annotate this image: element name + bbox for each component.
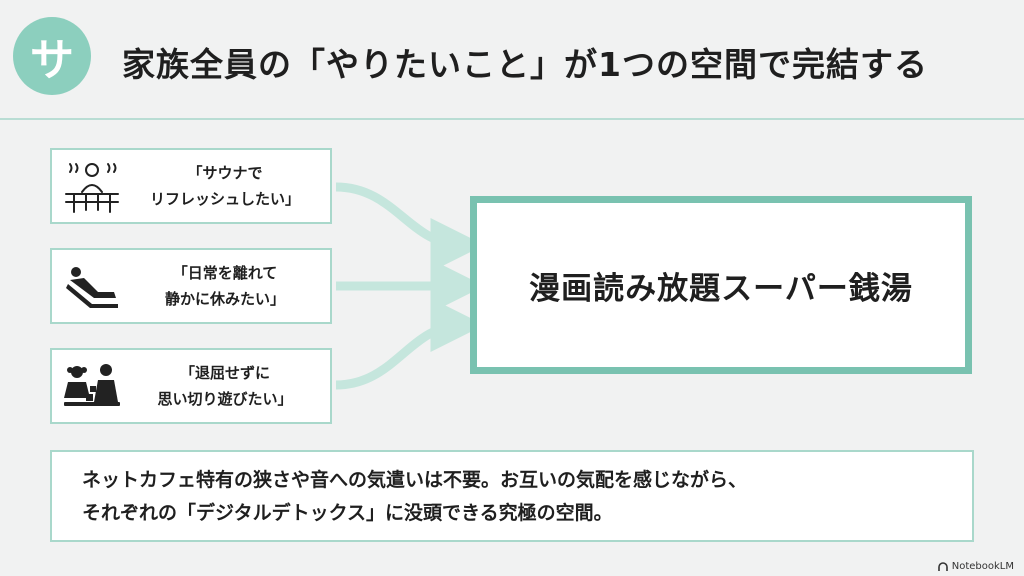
footer-brand-label: NotebookLM (951, 561, 1014, 572)
page-title: 家族全員の「やりたいこと」が1つの空間で完結する (122, 45, 928, 84)
arrow-1 (335, 182, 485, 272)
summary-box: ネットカフェ特有の狭さや音への気遣いは不要。お互いの気配を感じながら、 それぞれ… (50, 450, 974, 542)
children-playing-icon (62, 358, 122, 416)
footer-brand: NotebookLM (937, 561, 1014, 572)
solution-box: 漫画読み放題スーパー銭湯 (470, 196, 972, 374)
desire-card-rest: 「日常を離れて 静かに休みたい」 (50, 248, 332, 324)
desire-card-play: 「退屈せずに 思い切り遊びたい」 (50, 348, 332, 424)
summary-line-1: ネットカフェ特有の狭さや音への気遣いは不要。お互いの気配を感じながら、 (82, 469, 748, 491)
summary-line-2: それぞれの「デジタルデトックス」に没頭できる究極の空間。 (82, 502, 613, 524)
header-divider (0, 118, 1024, 120)
topic-badge-label: サ (30, 35, 74, 86)
desire-quote: 「退屈せずに 思い切り遊びたい」 (157, 364, 293, 408)
notebooklm-logo-icon (937, 561, 948, 571)
desire-quote: 「日常を離れて 静かに休みたい」 (164, 264, 285, 308)
solution-label: 漫画読み放題スーパー銭湯 (529, 270, 913, 307)
desire-quote: 「サウナで リフレッシュしたい」 (149, 164, 300, 208)
arrow-3 (335, 298, 485, 390)
sauna-person-icon (62, 158, 122, 216)
reclining-person-icon (62, 258, 122, 316)
desire-card-sauna: 「サウナで リフレッシュしたい」 (50, 148, 332, 224)
topic-badge: サ (13, 17, 91, 95)
